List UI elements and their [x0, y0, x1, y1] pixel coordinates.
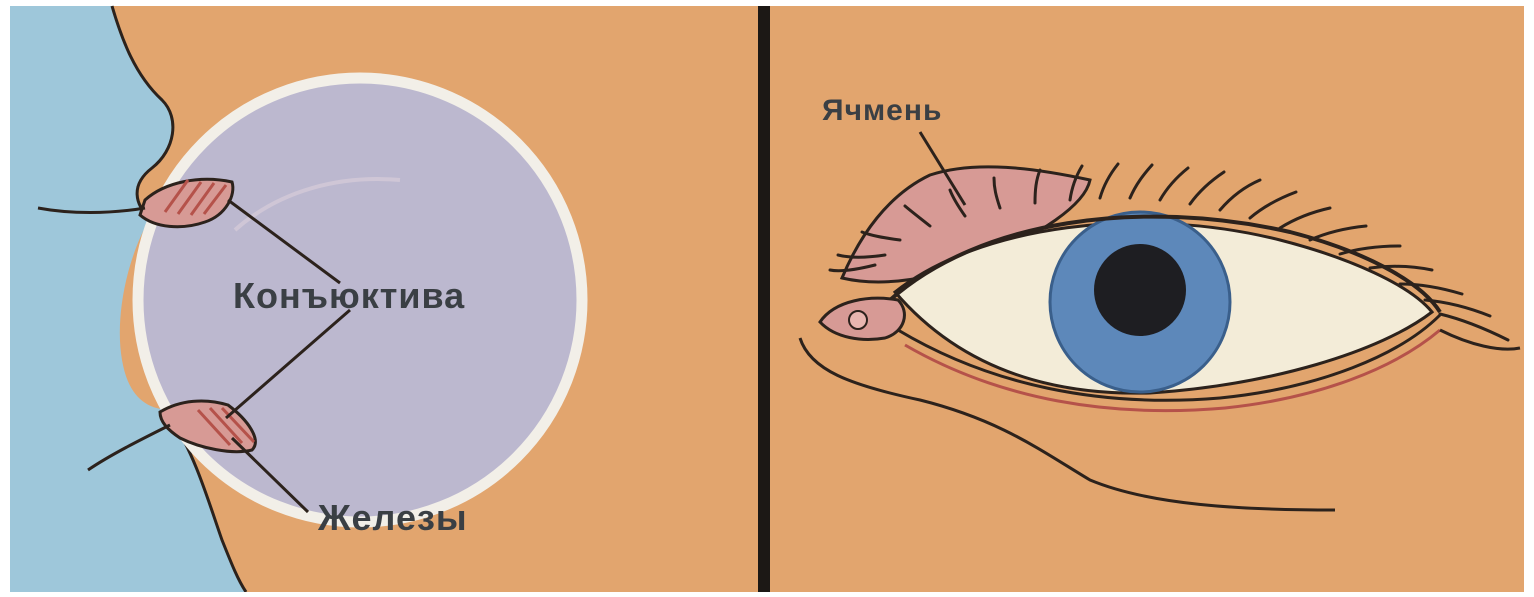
right-edge-margin: [1524, 6, 1534, 592]
stye-label: Ячмень: [822, 94, 942, 127]
pupil: [1094, 244, 1186, 336]
glands-label: Железы: [317, 497, 468, 538]
right-panel-stye-view: Ячмень: [770, 6, 1524, 592]
panel-divider: [758, 6, 770, 592]
left-panel-cross-section: Конъюктива Железы: [10, 6, 758, 592]
conjunctiva-label: Конъюктива: [233, 275, 465, 316]
caruncle: [849, 311, 867, 329]
